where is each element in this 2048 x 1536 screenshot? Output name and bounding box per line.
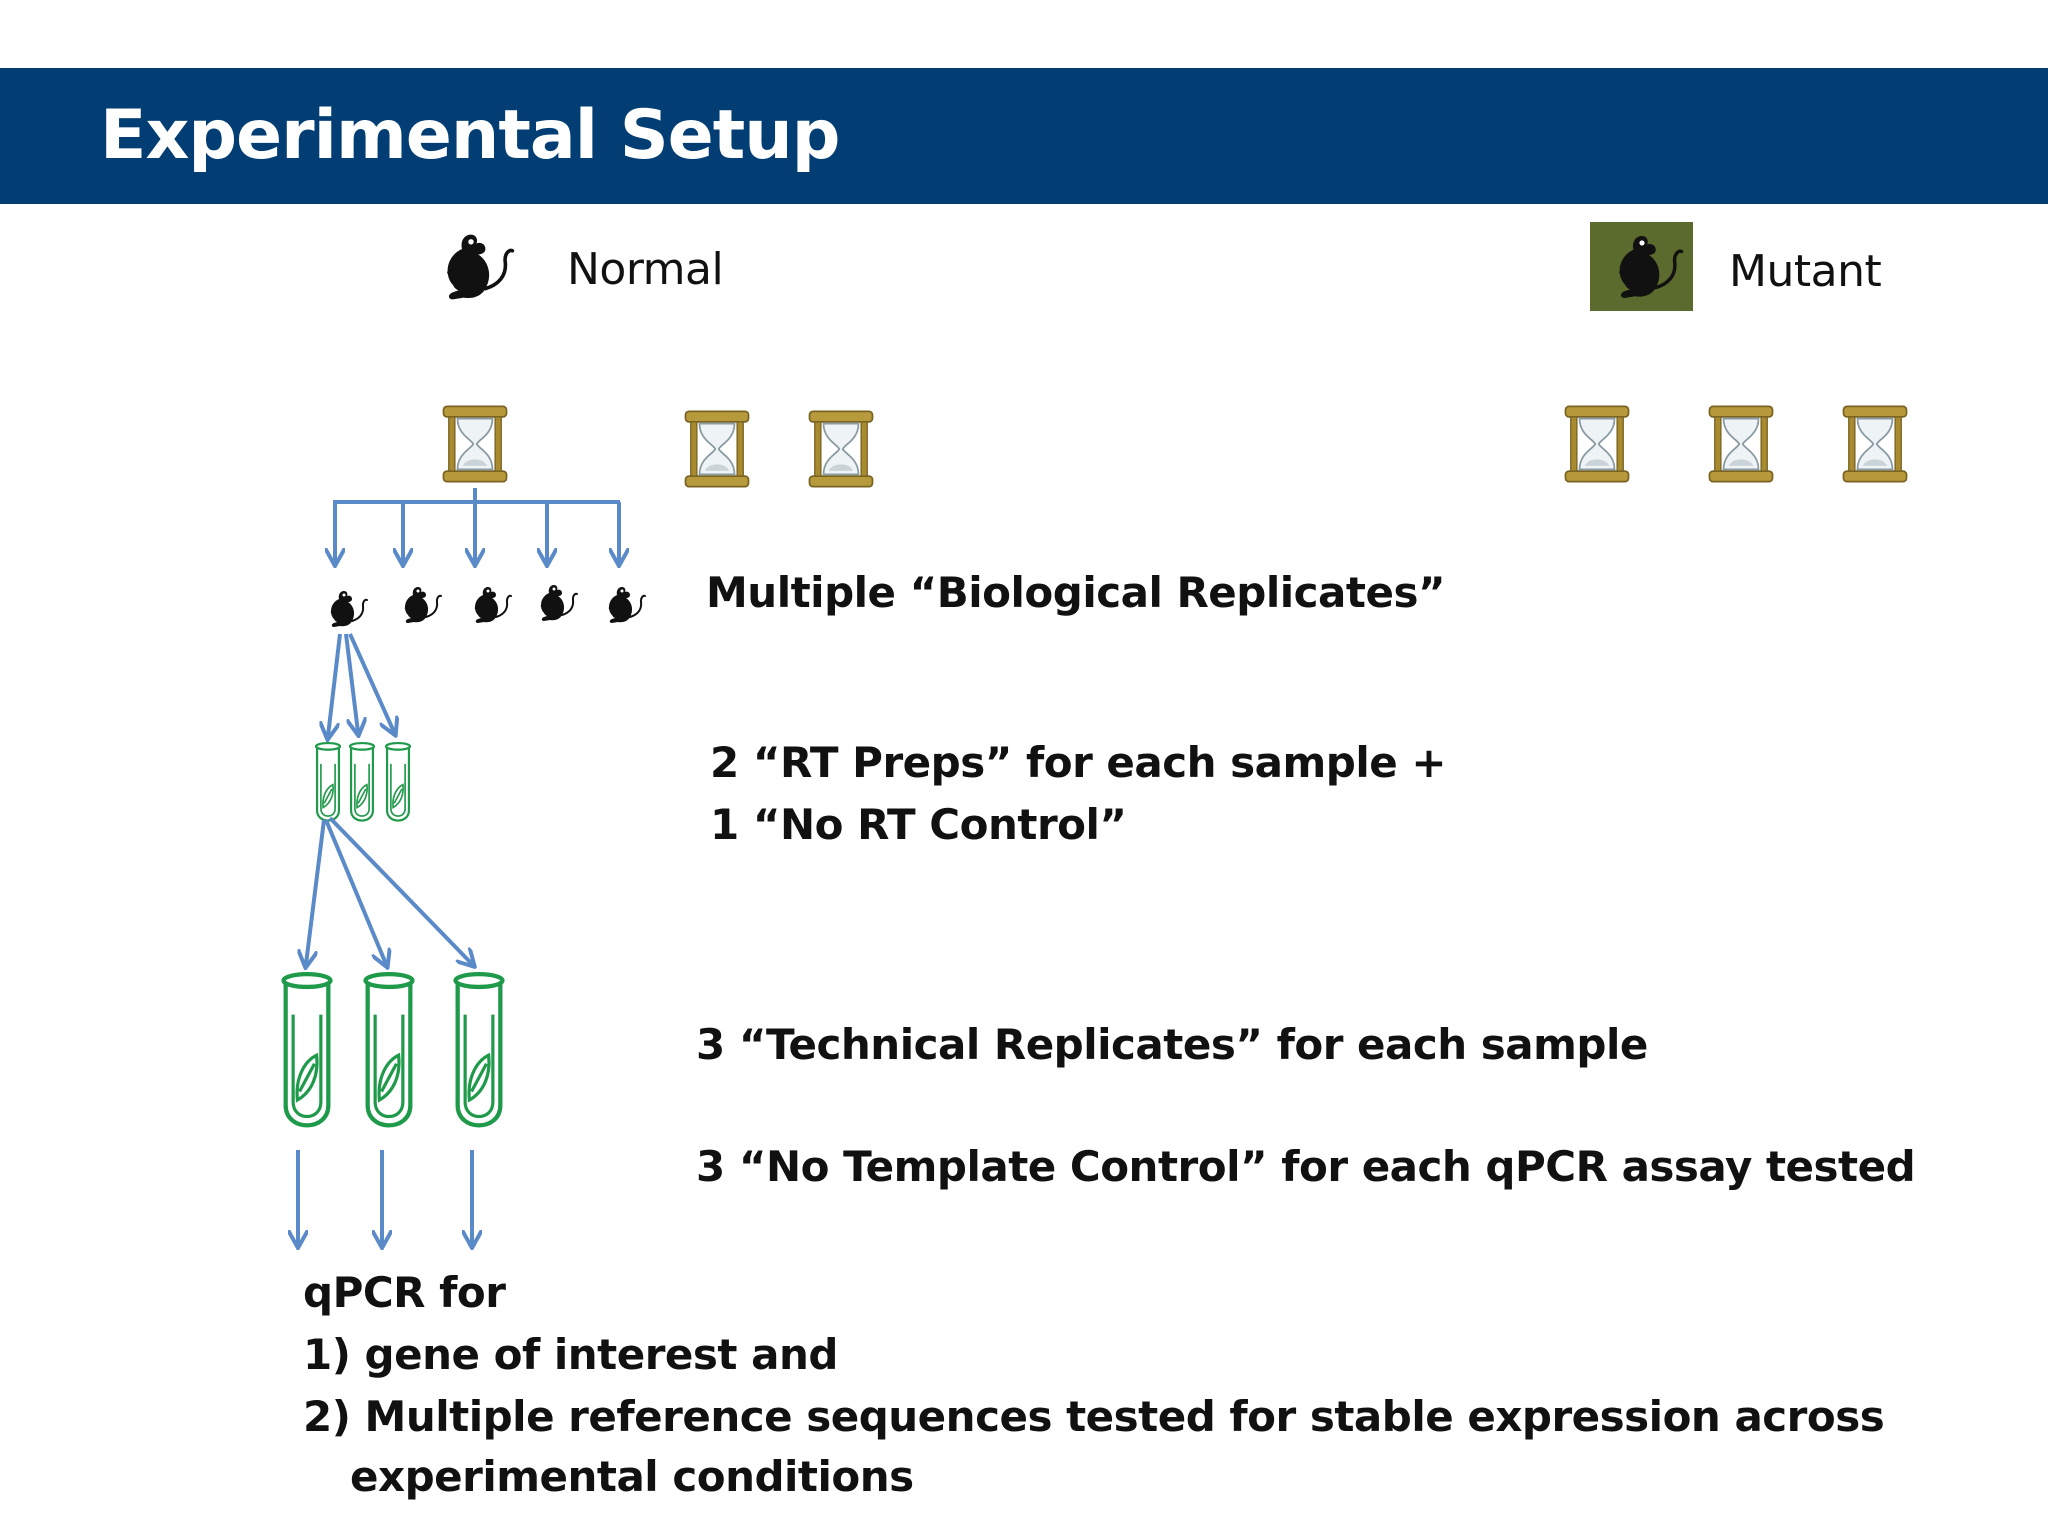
mutant-hourglass-icon-3 xyxy=(1842,405,1908,483)
bio-replicates-label: Multiple “Biological Replicates” xyxy=(706,568,1446,617)
mutant-group-label: Mutant xyxy=(1729,246,1882,297)
bio-replicate-mouse-icon-5 xyxy=(607,585,647,625)
qpcr-arrows xyxy=(298,1150,472,1244)
tech-replicate-tube-icon-2 xyxy=(366,974,413,1125)
tech-replicate-arrows xyxy=(306,816,472,964)
rt-prep-tube-icon-2 xyxy=(348,742,376,822)
qpcr-item-reference-cont: experimental conditions xyxy=(350,1452,914,1501)
normal-hourglass-icon-2 xyxy=(684,410,750,488)
no-template-control-label: 3 “No Template Control” for each qPCR as… xyxy=(696,1142,1916,1191)
title-bar xyxy=(0,68,2048,204)
slide-title: Experimental Setup xyxy=(100,96,840,175)
bio-replicate-arrows xyxy=(333,488,620,562)
qpcr-heading: qPCR for xyxy=(303,1268,506,1317)
qpcr-item-reference: 2) Multiple reference sequences tested f… xyxy=(303,1392,1885,1441)
normal-mouse-icon xyxy=(448,235,513,300)
tech-replicates-label: 3 “Technical Replicates” for each sample xyxy=(696,1020,1648,1069)
bio-replicate-mouse-icon-2 xyxy=(403,585,443,625)
rt-prep-arrows xyxy=(328,633,394,736)
no-rt-control-tube-icon xyxy=(384,742,412,822)
normal-group-label: Normal xyxy=(567,244,724,295)
tech-replicate-tube-icon-3 xyxy=(456,974,503,1125)
bio-replicate-mouse-icon-4 xyxy=(539,583,579,623)
tech-replicate-tube-icon-1 xyxy=(284,974,331,1125)
bio-replicate-mouse-icon-1 xyxy=(329,589,369,629)
mutant-hourglass-icon-1 xyxy=(1564,405,1630,483)
rt-prep-tube-icon-1 xyxy=(314,742,342,822)
normal-hourglass-icon-1 xyxy=(442,405,508,483)
rt-preps-label-line2: 1 “No RT Control” xyxy=(710,800,1127,849)
normal-hourglass-icon-3 xyxy=(808,410,874,488)
mutant-hourglass-icon-2 xyxy=(1708,405,1774,483)
rt-preps-label-line1: 2 “RT Preps” for each sample + xyxy=(710,738,1447,787)
qpcr-item-gene: 1) gene of interest and xyxy=(303,1330,838,1379)
bio-replicate-mouse-icon-3 xyxy=(473,585,513,625)
